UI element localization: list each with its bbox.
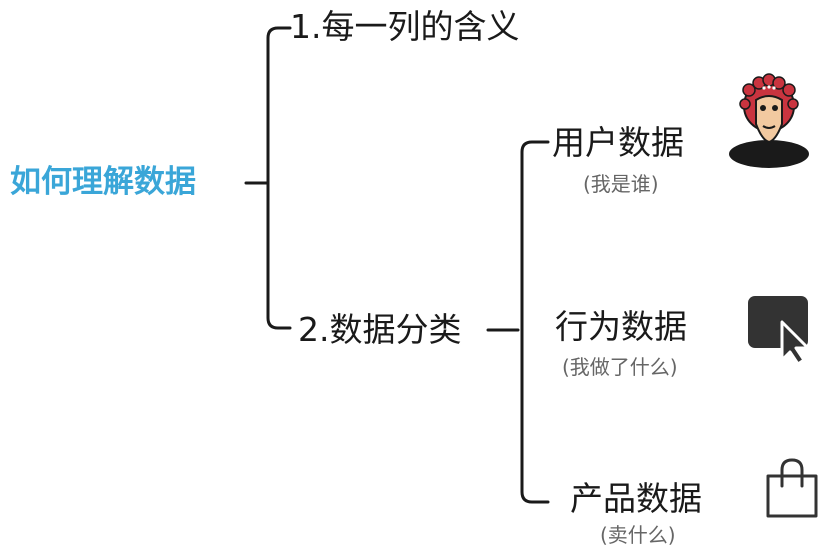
monkey-avatar-icon bbox=[729, 73, 809, 168]
note-product-data: (卖什么) bbox=[600, 523, 676, 547]
node-behavior-data: 行为数据 bbox=[555, 307, 687, 346]
node-product-data: 产品数据 bbox=[570, 479, 702, 518]
root-node: 如何理解数据 bbox=[10, 164, 196, 200]
node-user-data: 用户数据 bbox=[552, 123, 684, 162]
note-user-data: (我是谁) bbox=[583, 172, 659, 196]
branch-meaning: 1.每一列的含义 bbox=[290, 7, 520, 46]
cursor-click-icon bbox=[748, 296, 810, 366]
branch-classification: 2.数据分类 bbox=[298, 310, 462, 349]
shopping-bag-icon bbox=[766, 458, 818, 518]
note-behavior-data: (我做了什么) bbox=[562, 355, 678, 379]
